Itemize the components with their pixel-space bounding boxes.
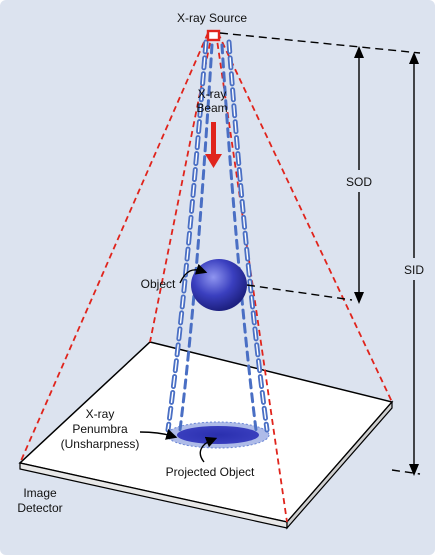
object-label: Object — [141, 277, 176, 291]
penumbra-pointer — [139, 429, 178, 440]
xray-source-icon — [206, 29, 221, 42]
projected-object-label: Projected Object — [166, 465, 255, 479]
xray-beam-label-line2: Beam — [196, 101, 227, 115]
penumbra-label-line2: Penumbra — [72, 422, 128, 436]
label-pointers — [139, 263, 218, 463]
object-sphere — [191, 259, 247, 311]
sod-measurement-arrow — [354, 46, 364, 304]
sid-measurement-arrow — [409, 52, 419, 476]
xray-source-label: X-ray Source — [177, 11, 247, 25]
projected-object-pointer — [199, 436, 218, 463]
penumbra-label-line3: (Unsharpness) — [61, 437, 140, 451]
sod-label: SOD — [346, 175, 372, 189]
image-detector-label-line2: Detector — [17, 501, 62, 515]
image-detector-label-line1: Image — [23, 486, 57, 500]
xray-beam-cone — [165, 39, 270, 433]
projected-object-shadow — [177, 426, 259, 444]
sid-label: SID — [404, 263, 424, 277]
image-detector-edge-right — [286, 400, 393, 530]
object-pointer — [179, 263, 208, 284]
xray-beam-label-line1: X-ray — [198, 87, 227, 101]
beam-direction-arrow — [205, 122, 222, 168]
distance-reference-lines — [219, 32, 421, 475]
penumbra-label-line1: X-ray — [86, 407, 115, 421]
